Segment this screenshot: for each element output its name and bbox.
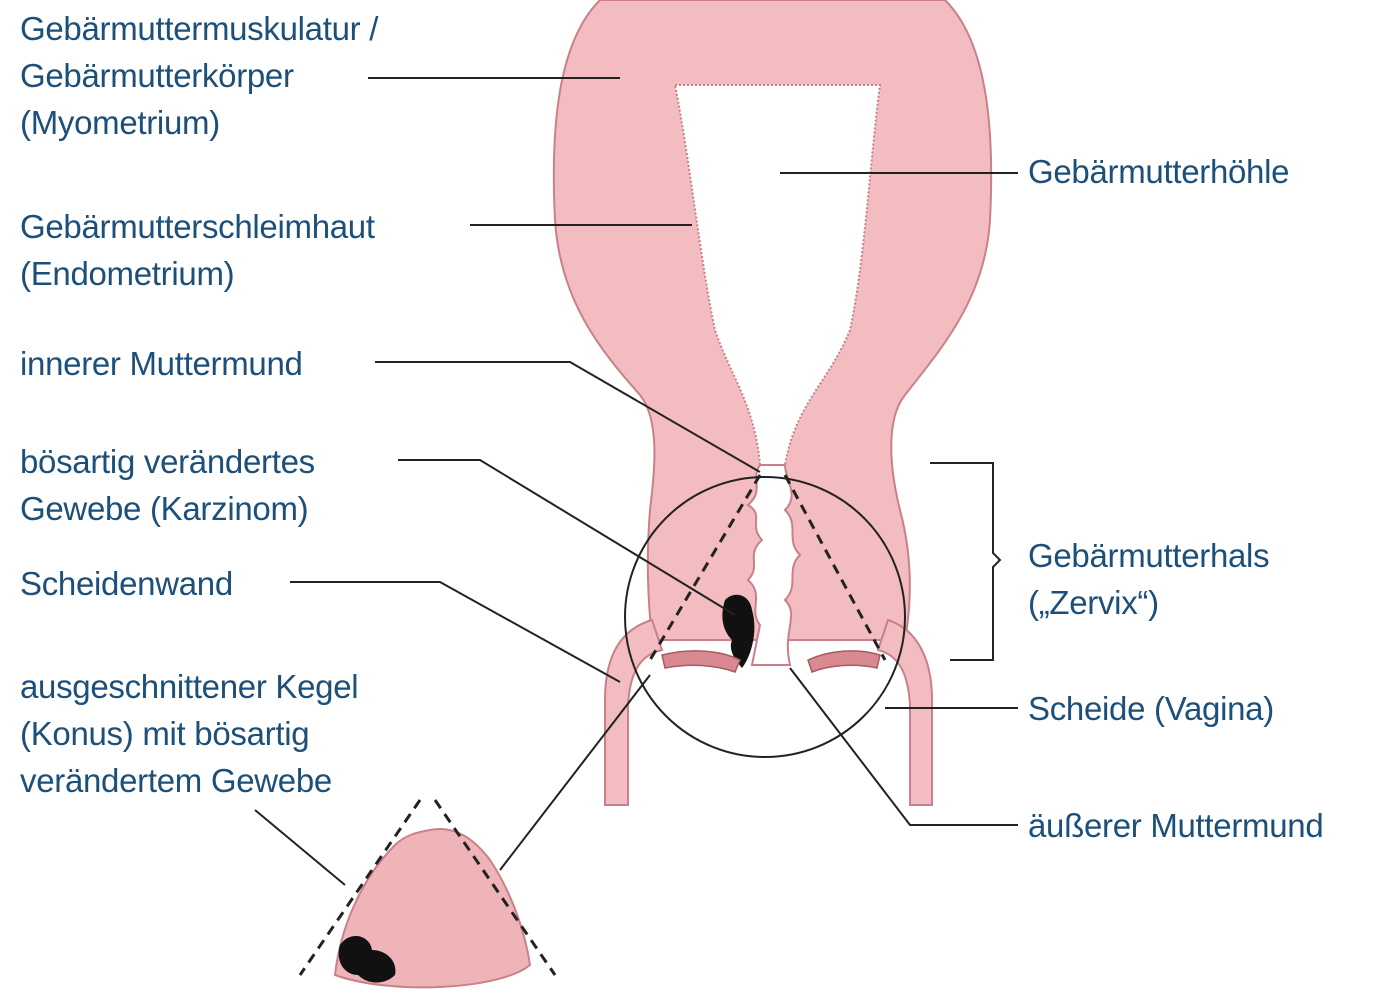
label-carcinoma-line-2: Gewebe (Karzinom) — [20, 485, 315, 532]
cervix-bracket — [930, 463, 1000, 660]
label-cone: ausgeschnittener Kegel (Konus) mit bösar… — [20, 663, 358, 804]
vaginal-fold-right — [808, 651, 880, 672]
label-myometrium: Gebärmuttermuskulatur / Gebärmutterkörpe… — [20, 5, 378, 146]
label-cervix-line-2: („Zervix“) — [1028, 579, 1269, 626]
label-endometrium-line-2: (Endometrium) — [20, 250, 375, 297]
label-endometrium: Gebärmutterschleimhaut (Endometrium) — [20, 203, 375, 297]
label-myometrium-line-2: Gebärmutterkörper — [20, 52, 378, 99]
label-cone-line-1: ausgeschnittener Kegel — [20, 663, 358, 710]
label-myometrium-line-1: Gebärmuttermuskulatur / — [20, 5, 378, 52]
label-cavity: Gebärmutterhöhle — [1028, 148, 1289, 195]
label-myometrium-line-3: (Myometrium) — [20, 99, 378, 146]
label-outer-os: äußerer Muttermund — [1028, 802, 1323, 849]
label-cone-line-2: (Konus) mit bösartig — [20, 710, 358, 757]
vaginal-wall-right — [878, 620, 932, 805]
leader-outer-os — [790, 668, 1018, 825]
leader-cone — [255, 810, 345, 885]
label-vagina-text: Scheide (Vagina) — [1028, 685, 1274, 732]
vaginal-wall-left — [605, 620, 662, 805]
label-endometrium-line-1: Gebärmutterschleimhaut — [20, 203, 375, 250]
label-cavity-text: Gebärmutterhöhle — [1028, 148, 1289, 195]
label-cervix: Gebärmutterhals („Zervix“) — [1028, 532, 1269, 626]
label-vaginal-wall-text: Scheidenwand — [20, 560, 233, 607]
label-outer-os-text: äußerer Muttermund — [1028, 802, 1323, 849]
label-carcinoma-line-1: bösartig verändertes — [20, 438, 315, 485]
label-vaginal-wall: Scheidenwand — [20, 560, 233, 607]
label-inner-os-text: innerer Muttermund — [20, 340, 303, 387]
label-cervix-line-1: Gebärmutterhals — [1028, 532, 1269, 579]
label-vagina: Scheide (Vagina) — [1028, 685, 1274, 732]
vaginal-fold-left — [662, 651, 740, 672]
label-inner-os: innerer Muttermund — [20, 340, 303, 387]
label-cone-line-3: verändertem Gewebe — [20, 757, 358, 804]
label-carcinoma: bösartig verändertes Gewebe (Karzinom) — [20, 438, 315, 532]
